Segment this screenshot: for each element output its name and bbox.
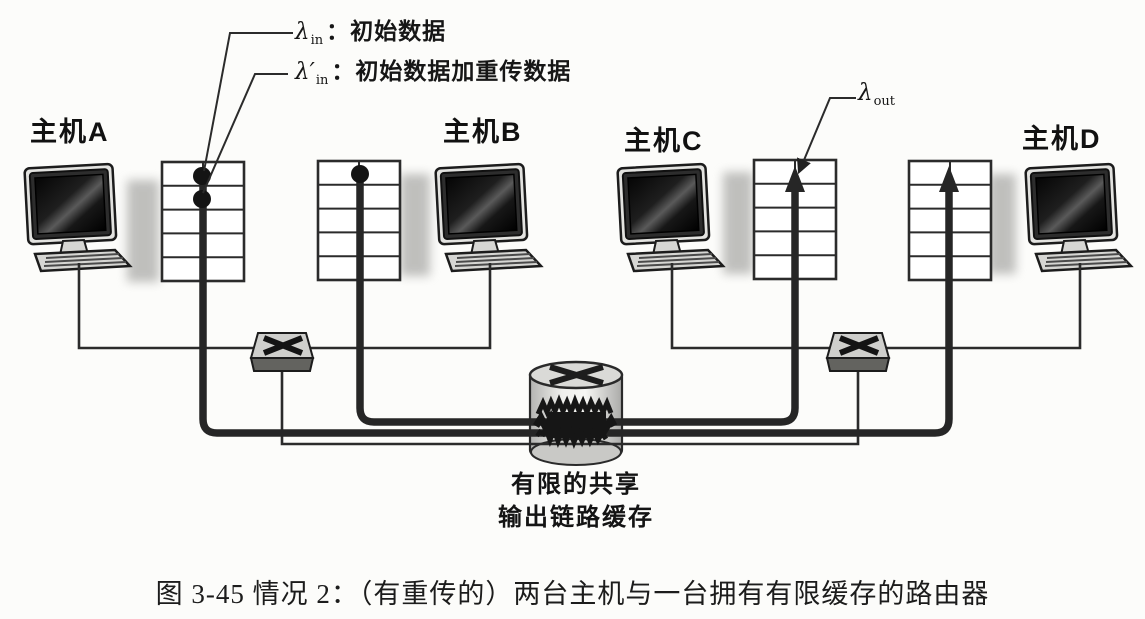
host-b-label: 主机B [443, 117, 523, 147]
left-switch-icon [251, 333, 313, 371]
lambda-in-text: ：初始数据 [326, 18, 447, 44]
lambda-in-annotation: λin：初始数据 [295, 12, 447, 48]
host-b-computer-icon [434, 162, 543, 273]
host-a-computer-icon [23, 162, 132, 273]
buffer-shadows [127, 172, 1016, 282]
lambda-in-symbol: λ [295, 19, 310, 45]
router-label-line2: 输出链路缓存 [498, 504, 654, 531]
host-c-label: 主机C [624, 126, 704, 156]
lambda-in-subscript: in [310, 33, 324, 48]
leader-lines [202, 32, 856, 194]
host-d-label: 主机D [1022, 124, 1102, 154]
lambda-in-prime-subscript: in [315, 73, 329, 88]
lambda-out-leader [797, 97, 856, 175]
lambda-out-subscript: out [873, 94, 896, 109]
packet-dot-initial [193, 167, 211, 185]
host-d-computer-icon [1024, 162, 1133, 273]
right-switch-icon [827, 333, 889, 371]
lambda-out-symbol: λ [858, 80, 873, 106]
lambda-in-prime-leader [202, 73, 288, 194]
figure-caption: 图 3-45 情况 2：（有重传的）两台主机与一台拥有有限缓存的路由器 [155, 579, 990, 609]
hostC-output-arrowhead [785, 166, 805, 192]
hostD-output-arrowhead [939, 166, 959, 192]
router-label-line1: 有限的共享 [511, 471, 641, 498]
host-c-computer-icon [616, 162, 725, 273]
router-packet-jam [533, 393, 618, 450]
lambda-in-leader [203, 32, 293, 172]
packet-dot-retransmit [193, 190, 211, 208]
link-switch-to-switch [280, 356, 860, 446]
lambda-in-prime-text: ：初始数据加重传数据 [331, 58, 572, 84]
lambda-out-annotation: λout [858, 80, 896, 109]
host-a-label: 主机A [30, 117, 110, 147]
lambda-in-prime-annotation: λ′in：初始数据加重传数据 [295, 52, 572, 88]
packet-dot-hostB [351, 165, 369, 183]
lambda-in-prime-symbol: λ′ [295, 59, 315, 85]
